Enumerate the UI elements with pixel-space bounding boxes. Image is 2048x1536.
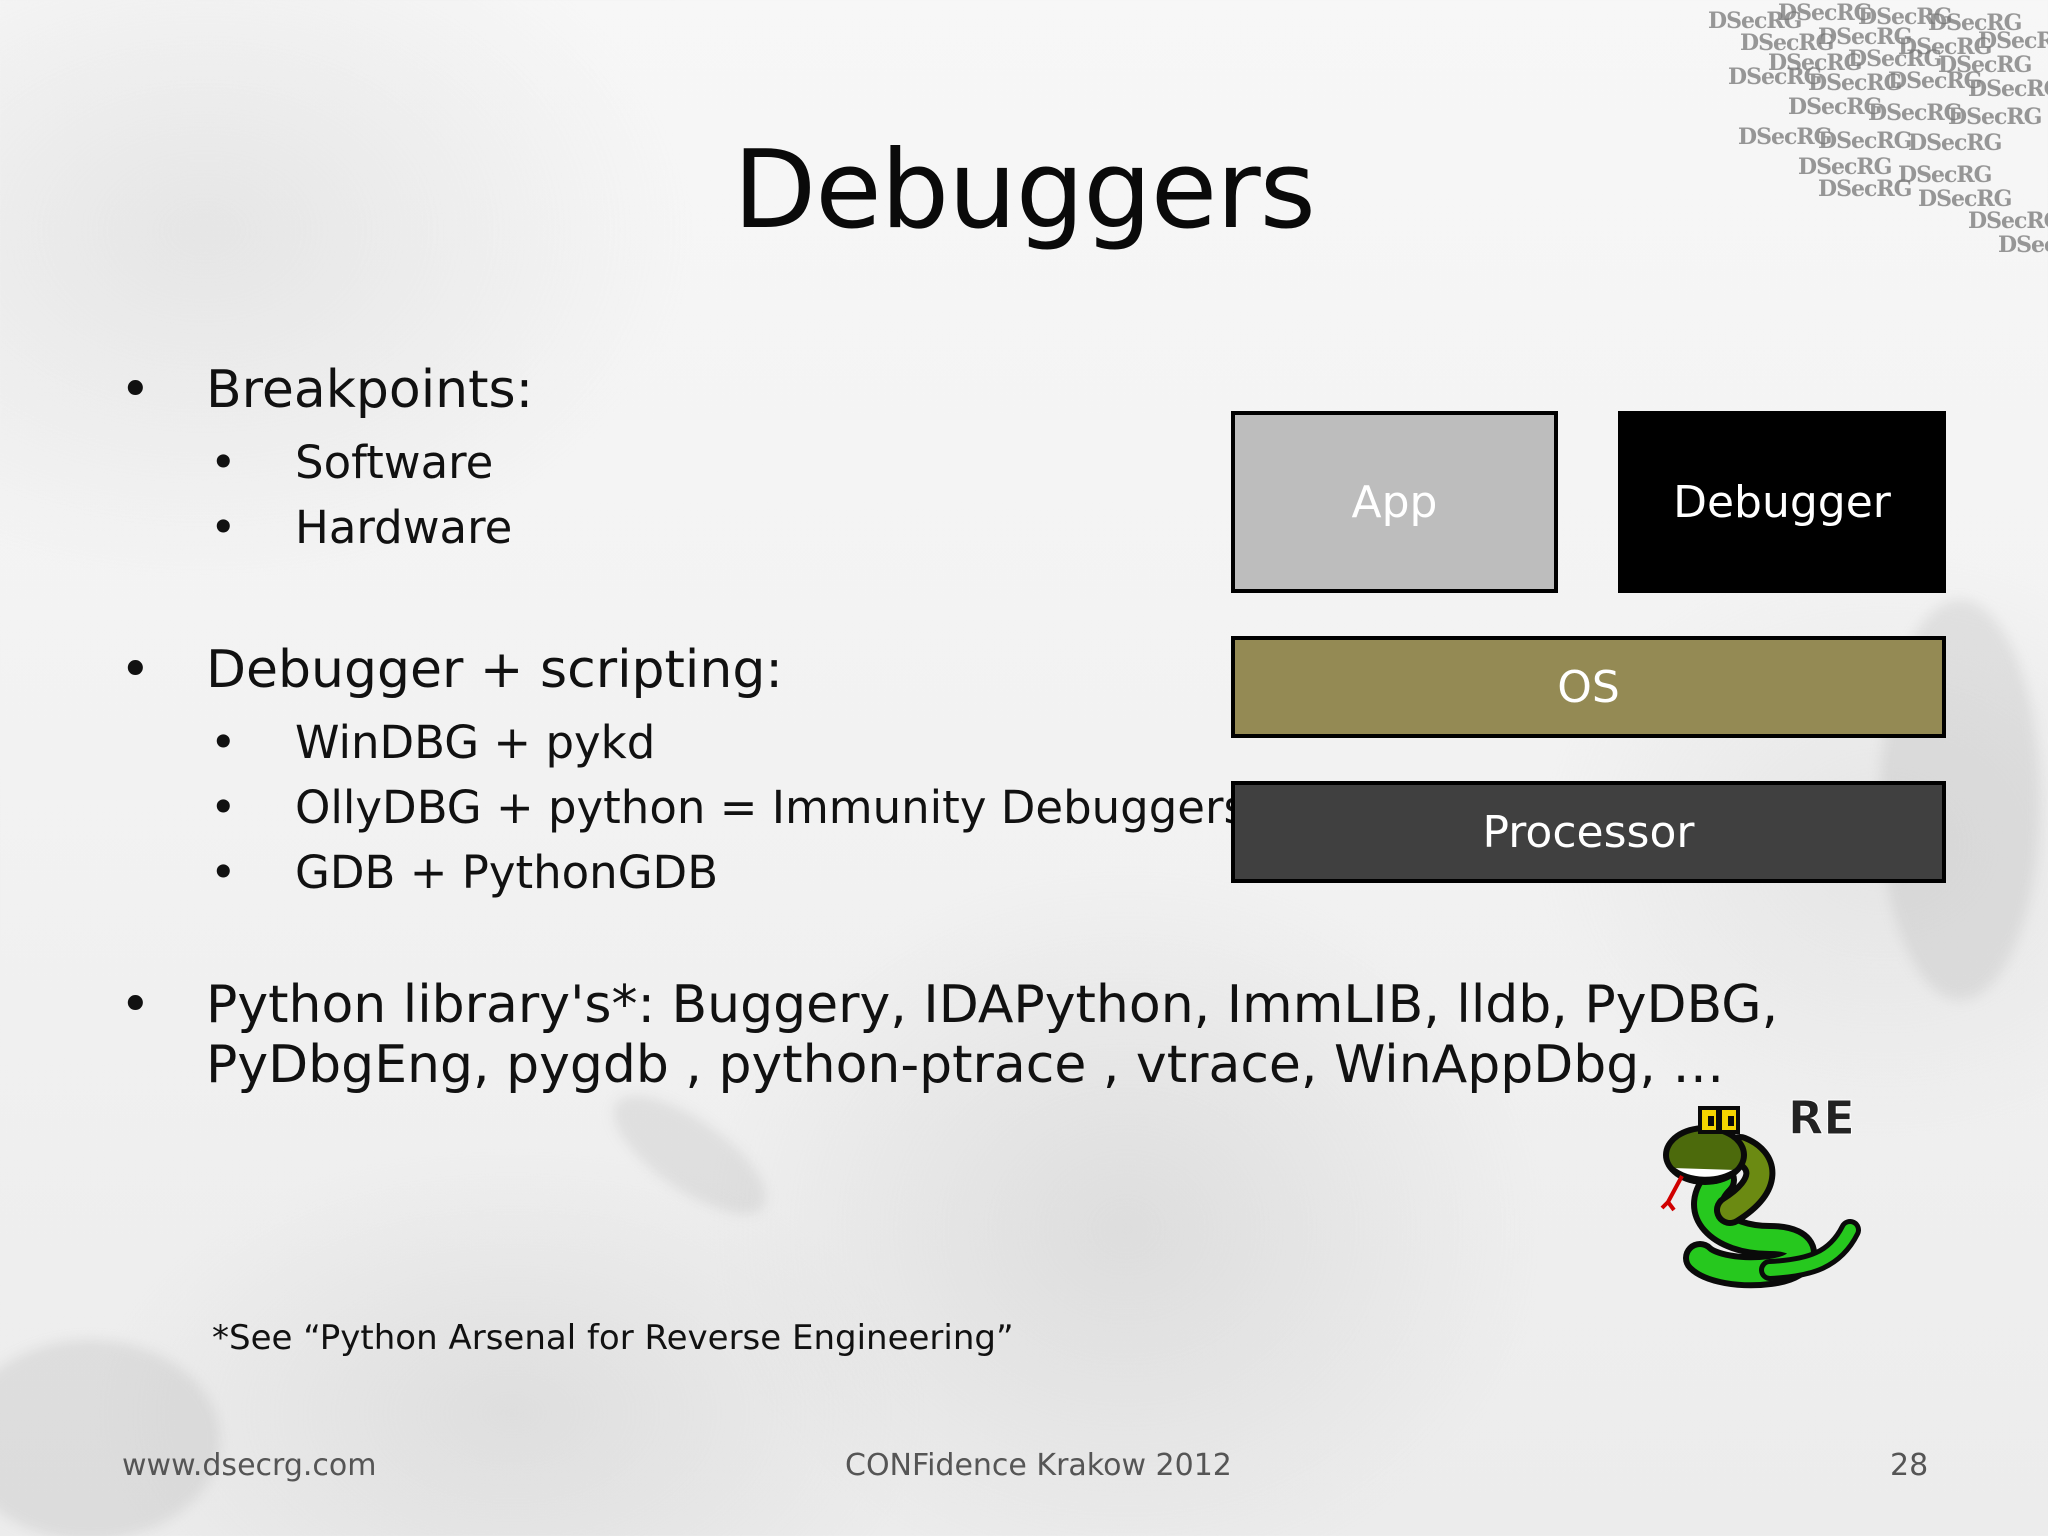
processor-label: Processor: [1482, 806, 1695, 858]
bullet-text: Breakpoints:: [206, 360, 534, 420]
dsecrg-watermark: DSecRG DSecRG DSecRG DSecRG DSecRG DSecR…: [1708, 0, 2048, 258]
footer-website: www.dsecrg.com: [122, 1448, 377, 1483]
snake-icon: RE: [1660, 1091, 1861, 1289]
debugger-label: Debugger: [1673, 476, 1891, 528]
page-number: 28: [1890, 1448, 1929, 1483]
re-badge-text: RE: [1788, 1091, 1855, 1145]
os-box: OS: [1231, 636, 1946, 738]
bullet-text: Python library's*: Buggery, IDAPython, I…: [206, 975, 1778, 1095]
background-texture: [0, 1340, 220, 1536]
debugger-box: Debugger: [1618, 411, 1946, 593]
re-snake-logo: RE: [1660, 1090, 1870, 1300]
bullet-text: Debugger + scripting:: [206, 640, 783, 700]
bullet-glyph: •: [120, 975, 151, 1035]
slide-title: Debuggers: [733, 128, 1316, 253]
python-libs-line-1: Python library's*: Buggery, IDAPython, I…: [206, 975, 1779, 1035]
background-texture: [596, 1074, 784, 1236]
footnote: *See “Python Arsenal for Reverse Enginee…: [212, 1318, 1014, 1358]
bullet-glyph: •: [120, 640, 151, 700]
footer-event: CONFidence Krakow 2012: [845, 1448, 1232, 1483]
python-libs-line-2: PyDbgEng, pygdb , python-ptrace , vtrace…: [206, 1035, 1725, 1095]
processor-box: Processor: [1231, 781, 1946, 883]
app-label: App: [1351, 476, 1438, 528]
bullet-glyph: •: [120, 360, 151, 420]
os-label: OS: [1557, 661, 1620, 713]
app-box: App: [1231, 411, 1558, 593]
